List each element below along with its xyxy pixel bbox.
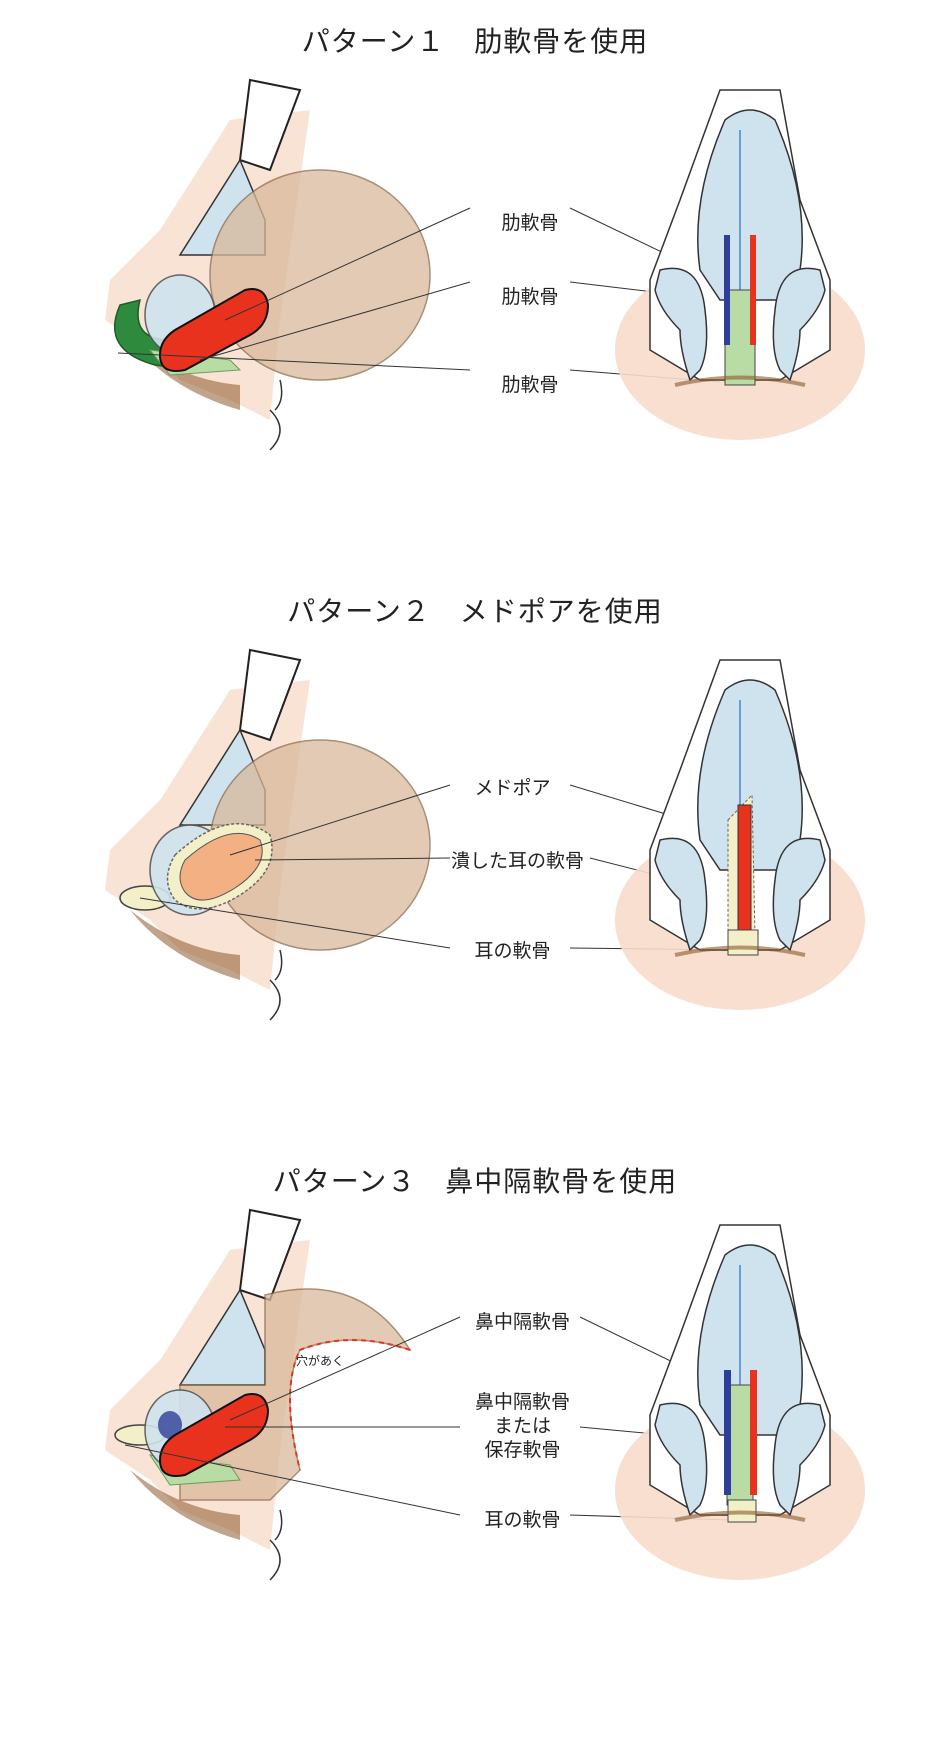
panel-3-label-1: 鼻中隔軟骨 bbox=[474, 1311, 570, 1333]
panel-2-label-2: 潰した耳の軟骨 bbox=[450, 850, 584, 872]
front-blue-dorsum bbox=[697, 109, 803, 301]
front-base-shadow bbox=[674, 945, 806, 957]
panel-1-label-1: 肋軟骨 bbox=[501, 212, 559, 234]
panel-2-label-1: メドポア bbox=[474, 777, 551, 799]
side-nose-dark-base bbox=[130, 340, 240, 410]
nostril-curve bbox=[269, 1509, 283, 1581]
rib-cartilage-implant bbox=[158, 288, 270, 372]
leader-line-1 bbox=[229, 1316, 461, 1421]
front-red-strut bbox=[750, 1370, 757, 1495]
front-base-shadow bbox=[674, 1510, 806, 1522]
front-red-strut bbox=[750, 235, 756, 345]
front-right-alar bbox=[772, 837, 826, 952]
front-left-alar bbox=[654, 1402, 708, 1517]
panel-2-label-3: 耳の軟骨 bbox=[474, 940, 551, 962]
panel-1-diagram bbox=[105, 78, 865, 451]
front-left-alar bbox=[654, 267, 708, 382]
front-blue-strut bbox=[724, 1370, 731, 1495]
leader-line-2 bbox=[199, 281, 471, 361]
leader-line-3 bbox=[117, 352, 471, 371]
nostril-curve bbox=[269, 379, 283, 451]
panel-2-title: パターン２ メドポアを使用 bbox=[287, 595, 663, 628]
leader-line-1 bbox=[229, 784, 451, 856]
front-right-alar bbox=[772, 267, 826, 382]
front-blue-strut bbox=[724, 235, 730, 345]
leader-line-1 bbox=[224, 207, 471, 321]
panel-1-label-2: 肋軟骨 bbox=[501, 286, 559, 308]
navy-graft bbox=[158, 1411, 182, 1439]
side-nose-dark-base bbox=[130, 910, 240, 980]
side-nose-dark-base bbox=[130, 1470, 240, 1540]
nasal-bone bbox=[238, 78, 302, 172]
alar-cartilage bbox=[209, 169, 431, 381]
leader-line-2 bbox=[254, 857, 451, 861]
nasal-bone bbox=[238, 648, 302, 742]
panel-3-label-3: 耳の軟骨 bbox=[484, 1509, 561, 1531]
medpor-implant bbox=[179, 832, 263, 901]
front-right-alar bbox=[772, 1402, 826, 1517]
panel-2-diagram bbox=[105, 648, 865, 1021]
front-base-shadow bbox=[674, 375, 806, 387]
panel-3-label-2: 鼻中隔軟骨 または 保存軟骨 bbox=[474, 1391, 570, 1461]
nostril-curve bbox=[269, 949, 283, 1021]
panel-1-label-3: 肋軟骨 bbox=[501, 374, 559, 396]
front-blue-dorsum bbox=[697, 1244, 803, 1436]
panel-3-annotation: 穴があく bbox=[295, 1354, 344, 1368]
panel-3-title: パターン３ 鼻中隔軟骨を使用 bbox=[272, 1165, 678, 1198]
front-blue-dorsum bbox=[697, 679, 803, 871]
front-ear-cartilage bbox=[727, 929, 759, 956]
panel-3-diagram bbox=[105, 1208, 865, 1581]
leader-line-3 bbox=[124, 1444, 461, 1516]
front-medpor-strut bbox=[737, 804, 752, 936]
front-left-alar bbox=[654, 837, 708, 952]
panel-1-title: パターン１ 肋軟骨を使用 bbox=[301, 25, 649, 58]
leader-line-3 bbox=[139, 897, 451, 949]
